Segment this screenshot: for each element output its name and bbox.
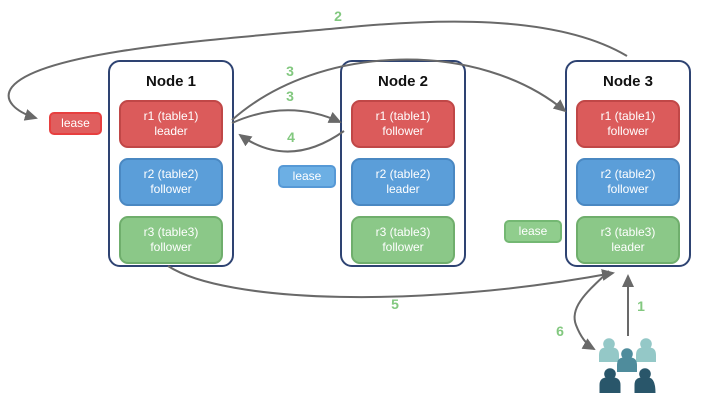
- replica-role: follower: [150, 182, 192, 196]
- replica-box-r3: r3 (table3) follower: [351, 216, 455, 264]
- replica-role: follower: [382, 124, 424, 138]
- replica-box-r1: r1 (table1) follower: [351, 100, 455, 148]
- arrow-step-2-node3-to-lease: [7, 20, 628, 121]
- node-title: Node 1: [145, 73, 196, 90]
- step-number-6: 6: [556, 323, 564, 339]
- arrow-step-3-node1-to-node2: [231, 109, 342, 124]
- replica-name: r3 (table3): [143, 225, 199, 239]
- step-number-1: 1: [637, 298, 645, 314]
- replica-role: follower: [607, 124, 649, 138]
- node-box-2: Node 2 r1 (table1) follower r2 (table2) …: [340, 60, 466, 267]
- replica-role: follower: [150, 240, 192, 254]
- replica-name: r2 (table2): [143, 167, 199, 181]
- replica-name: r1 (table1): [143, 109, 199, 123]
- replica-box-r2: r2 (table2) follower: [576, 158, 680, 206]
- lease-badge-red: lease: [49, 112, 102, 135]
- lease-badge-blue: lease: [278, 165, 336, 188]
- replica-name: r3 (table3): [375, 225, 431, 239]
- arrow-step-5-node1-to-node3: [167, 265, 615, 299]
- replica-box-r2: r2 (table2) follower: [119, 158, 223, 206]
- replica-name: r1 (table1): [600, 109, 656, 123]
- step-number-4: 4: [287, 129, 295, 145]
- replica-box-r1: r1 (table1) leader: [119, 100, 223, 148]
- node-title: Node 3: [602, 73, 653, 90]
- replica-name: r2 (table2): [375, 167, 431, 181]
- replica-role: leader: [611, 240, 645, 254]
- replica-box-r3: r3 (table3) follower: [119, 216, 223, 264]
- replica-role: leader: [386, 182, 420, 196]
- replica-role: leader: [154, 124, 188, 138]
- replica-box-r1: r1 (table1) follower: [576, 100, 680, 148]
- replica-name: r3 (table3): [600, 225, 656, 239]
- replica-role: follower: [607, 182, 649, 196]
- node-box-1: Node 1 r1 (table1) leader r2 (table2) fo…: [108, 60, 234, 267]
- lease-badge-green: lease: [504, 220, 562, 243]
- replica-box-r3: r3 (table3) leader: [576, 216, 680, 264]
- node-title: Node 2: [377, 73, 428, 90]
- replica-box-r2: r2 (table2) leader: [351, 158, 455, 206]
- arrow-step-6-node3-to-users: [573, 270, 610, 350]
- step-number-3b: 3: [286, 88, 294, 104]
- node-box-3: Node 3 r1 (table1) follower r2 (table2) …: [565, 60, 691, 267]
- step-number-3a: 3: [286, 63, 294, 79]
- step-number-5: 5: [391, 296, 399, 312]
- step-number-2: 2: [334, 8, 342, 24]
- replica-name: r2 (table2): [600, 167, 656, 181]
- replica-name: r1 (table1): [375, 109, 431, 123]
- replica-role: follower: [382, 240, 424, 254]
